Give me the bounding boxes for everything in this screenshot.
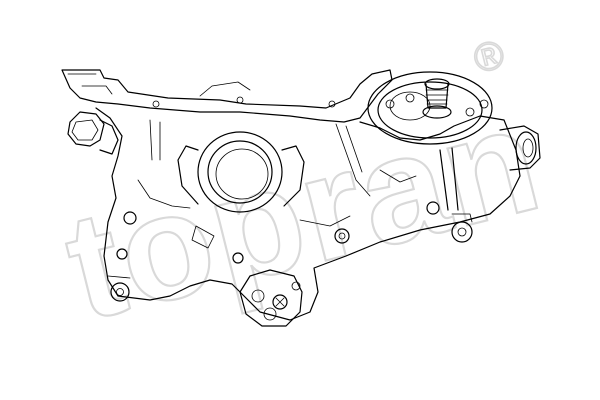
bracket-bolt [272,294,288,310]
outlet-port-rim [207,140,273,204]
threaded-stem [422,78,452,119]
cover-hole [465,107,475,117]
watermark-registered-symbol: ® [469,32,508,82]
housing-outline [95,107,521,321]
relief-rod [439,147,459,211]
pump-housing [61,69,541,327]
bolt-head [232,252,244,264]
cover-hole [385,99,395,109]
side-pipe [499,125,541,171]
topran-watermark: topran ® [50,31,557,353]
bolt-hole [236,96,244,104]
stud-right [451,221,473,243]
bolt-head [334,228,350,244]
stud-lower-left [110,282,130,302]
bolt-head [116,248,128,260]
outlet-port-outer [197,131,283,213]
cover-hole [479,99,489,109]
bolt-hole [152,100,160,108]
bracket-hole [251,289,265,303]
mounting-bracket [239,269,303,327]
hex-plug-left [67,111,105,147]
top-gasket-flange [61,69,393,123]
bolt-hole [328,100,336,108]
bolt-head [123,211,137,225]
rotor-cover [367,71,493,145]
outlet-port-bore [215,148,269,200]
bracket-hole [263,307,277,321]
bolt-head [426,201,440,215]
cover-hole [405,93,415,103]
